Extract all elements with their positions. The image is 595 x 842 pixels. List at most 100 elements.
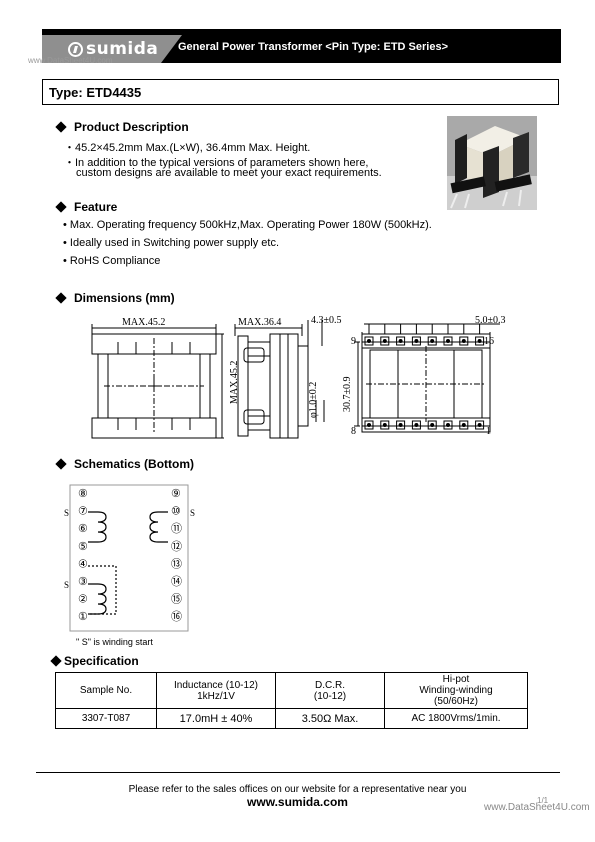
desc-line-1: ・45.2×45.2mm Max.(L×W), 36.4mm Max. Heig… — [64, 142, 311, 154]
header-cell: Sample No. — [55, 672, 157, 709]
specification-table: Sample No. Inductance (10-12)1kHz/1V D.C… — [55, 672, 528, 729]
footer-rule — [36, 772, 560, 773]
schematic-pin-right: ⑬ — [171, 557, 182, 570]
pin-pad — [396, 336, 406, 346]
schematic-pin-right: ⑭ — [171, 575, 182, 588]
schematic-pin-right: ⑯ — [171, 610, 182, 623]
type-box — [42, 79, 559, 105]
schematic-pin-right: ⑪ — [171, 522, 182, 535]
pin-pad — [475, 420, 485, 430]
diamond-bullet-icon — [55, 458, 67, 470]
schematic-pin-left: ① — [78, 611, 88, 623]
pin-dot — [414, 423, 419, 427]
dim-depth-label: MAX.36.4 — [238, 317, 281, 328]
pin-pad — [411, 420, 421, 430]
pin-pad — [427, 420, 437, 430]
winding-start-s1: S — [64, 508, 69, 518]
pin-8-label: 8 — [351, 426, 356, 437]
desc-line-3: custom designs are available to meet you… — [76, 167, 382, 179]
dim-pin-dia-label: φ1.0±0.2 — [308, 382, 319, 418]
type-label: Type: ETD4435 — [49, 85, 142, 100]
header-top-rule — [42, 29, 561, 35]
schematic-pin-left: ④ — [78, 558, 88, 570]
schematic-pin-left: ② — [78, 594, 88, 606]
pin-dot — [367, 423, 371, 427]
specification-heading: Specification — [50, 654, 139, 668]
pin-dot — [446, 423, 450, 427]
pin-dot — [367, 339, 371, 343]
pin-16-label: 16 — [484, 336, 494, 347]
footer-note: Please refer to the sales offices on our… — [128, 784, 467, 795]
dim-row-spacing-label: 30.7±0.9 — [342, 377, 353, 413]
schematic-pin-right: ⑩ — [171, 506, 181, 518]
watermark-bottom[interactable]: www.DataSheet4U.com — [484, 802, 590, 813]
winding-start-s2: S — [190, 508, 195, 518]
dim-offset-label: 4.3±0.5 — [311, 315, 342, 326]
footer-url-link[interactable]: www.sumida.com — [247, 795, 348, 809]
header-cell: D.C.R.(10-12) — [275, 672, 385, 709]
feature-item-1: • Max. Operating frequency 500kHz,Max. O… — [63, 219, 432, 231]
pin-pad — [380, 420, 390, 430]
product-description-heading: Product Description — [55, 120, 189, 134]
diamond-bullet-icon — [50, 655, 62, 667]
feature-heading: Feature — [55, 200, 117, 214]
cell-inductance: 17.0mH ± 40% — [156, 708, 276, 729]
cell-hipot: AC 1800Vrms/1min. — [384, 708, 528, 729]
pin-dot — [398, 339, 403, 343]
table-header-row: Sample No. Inductance (10-12)1kHz/1V D.C… — [55, 672, 528, 709]
schematic-note: " S" is winding start — [76, 637, 153, 647]
pin-dot — [461, 339, 466, 343]
pin-dot — [430, 423, 435, 427]
pin-dot — [461, 423, 466, 427]
pin-pad — [396, 420, 406, 430]
schematic-pin-left: ⑤ — [78, 541, 88, 553]
header-title: General Power Transformer <Pin Type: ETD… — [178, 41, 449, 53]
dimensions-heading: Dimensions (mm) — [55, 291, 175, 305]
pin-dot — [430, 339, 435, 343]
feature-item-3: • RoHS Compliance — [63, 255, 161, 267]
section-title: Dimensions (mm) — [74, 291, 175, 305]
pin-dot — [398, 423, 403, 427]
pin-dot — [382, 423, 387, 427]
pin-pad — [364, 336, 374, 346]
watermark-top[interactable]: www.DataSheet4U.com — [28, 56, 113, 65]
sumida-logo: sumida — [68, 39, 158, 59]
schematic-pin-right: ⑫ — [171, 540, 182, 553]
dim-height-label: MAX.45.2 — [229, 361, 240, 404]
pin-dot — [414, 339, 419, 343]
section-title: Schematics (Bottom) — [74, 457, 195, 471]
cell-sample-no: 3307-T087 — [55, 708, 157, 729]
pin-pad — [427, 336, 437, 346]
dimension-drawing: MAX.45.2 MAX.36.4 4.3±0.5 5.0±0.3 9 16 8… — [91, 315, 506, 439]
pin-pad — [443, 336, 453, 346]
schematic-pin-right: ⑨ — [171, 488, 181, 500]
section-title: Product Description — [74, 120, 189, 134]
pin-pad — [411, 336, 421, 346]
logo-text: sumida — [86, 39, 159, 59]
pin-pad — [459, 336, 469, 346]
pin-dot — [477, 339, 482, 343]
pin-dot — [446, 339, 450, 343]
diamond-bullet-icon — [55, 121, 67, 133]
schematic-pin-left: ⑦ — [78, 506, 88, 518]
schematic-pin-left: ⑥ — [78, 523, 88, 535]
page-number: 1/1 — [537, 796, 549, 805]
sumida-logo-icon — [68, 41, 83, 57]
product-photo — [447, 116, 537, 210]
cell-dcr: 3.50Ω Max. — [275, 708, 385, 729]
schematic-pin-right: ⑮ — [171, 593, 182, 606]
pin-dot — [382, 339, 387, 343]
pin-pad — [459, 420, 469, 430]
diamond-bullet-icon — [55, 292, 67, 304]
table-row: 3307-T087 17.0mH ± 40% 3.50Ω Max. AC 180… — [55, 708, 528, 729]
pin-pad — [475, 336, 485, 346]
dim-width-label: MAX.45.2 — [122, 317, 165, 328]
pin-dot — [477, 423, 482, 427]
pin-pad — [443, 420, 453, 430]
diamond-bullet-icon — [55, 201, 67, 213]
section-title: Specification — [64, 654, 139, 668]
pin-1-label: 1 — [486, 426, 491, 437]
